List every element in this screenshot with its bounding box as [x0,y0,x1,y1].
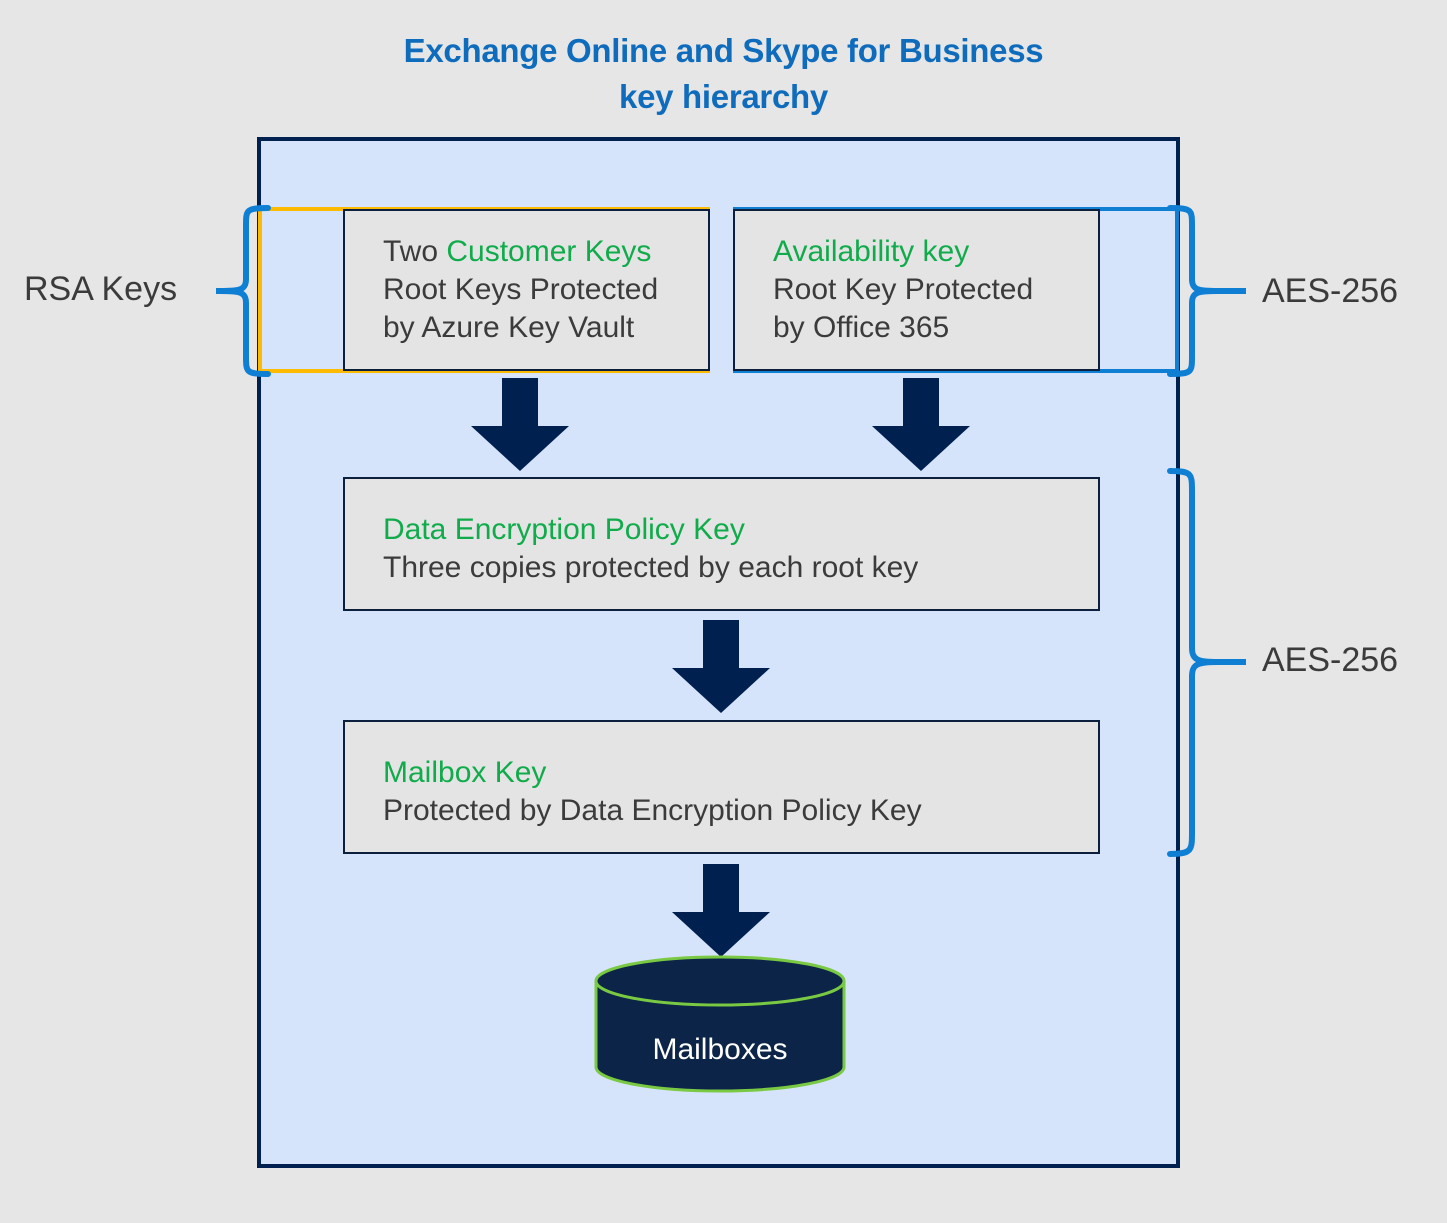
rsa-keys-brace [216,204,272,378]
node-mailboxes-datastore: Mailboxes [594,955,846,1093]
customer-keys-heading-line: Two Customer Keys [383,233,708,271]
diagram-title: Exchange Online and Skype for Business k… [0,28,1447,120]
dep-key-heading: Data Encryption Policy Key [383,513,745,546]
rsa-keys-label: RSA Keys [24,270,178,308]
aes-256-top-brace [1166,204,1246,378]
availability-key-line-2: Root Key Protected [773,273,1034,306]
arrow-dep-key-to-mailbox-key [672,620,770,713]
availability-key-line-3: by Office 365 [773,311,950,344]
dep-key-line-2: Three copies protected by each root key [383,551,919,584]
customer-keys-line-2: Root Keys Protected [383,273,659,306]
aes-256-bottom-brace [1166,466,1246,862]
node-customer-keys: Two Customer Keys Root Keys Protected by… [343,209,710,371]
customer-keys-heading-prefix: Two [383,235,447,268]
node-mailbox-key: Mailbox Key Protected by Data Encryption… [343,720,1100,854]
arrow-mailbox-key-to-mailboxes [672,864,770,957]
customer-keys-heading: Customer Keys [446,235,652,268]
availability-key-heading: Availability key [773,235,970,268]
mailbox-key-line-2: Protected by Data Encryption Policy Key [383,794,922,827]
diagram-title-line-2: key hierarchy [619,78,828,115]
aes-256-top-label: AES-256 [1262,272,1399,310]
mailboxes-label: Mailboxes [652,1033,788,1066]
aes-256-bottom-label: AES-256 [1262,641,1399,679]
mailbox-key-heading: Mailbox Key [383,756,547,789]
node-data-encryption-policy-key: Data Encryption Policy Key Three copies … [343,477,1100,611]
customer-keys-line-3: by Azure Key Vault [383,311,635,344]
node-availability-key: Availability key Root Key Protected by O… [733,209,1100,371]
arrow-availability-key-to-dep-key [872,378,970,471]
diagram-title-line-1: Exchange Online and Skype for Business [403,32,1044,69]
arrow-customer-keys-to-dep-key [471,378,569,471]
